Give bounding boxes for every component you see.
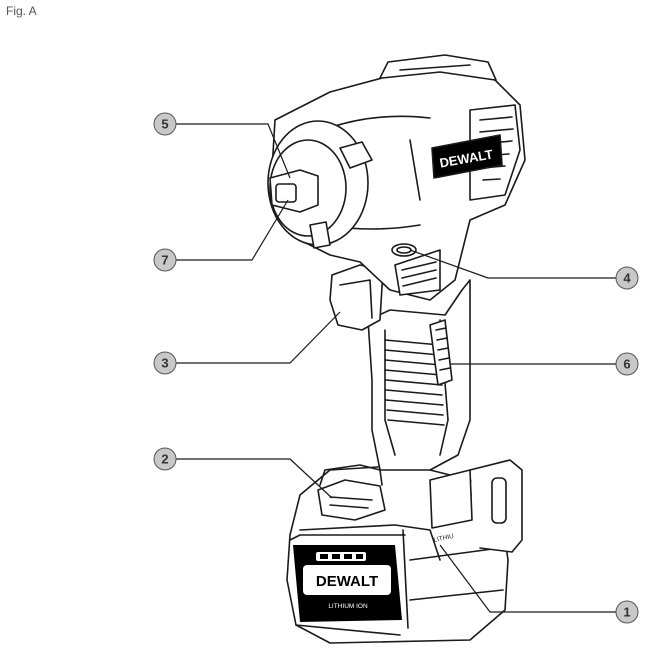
leader-line-2 [176,458,333,499]
callout-3-number: 3 [161,356,168,371]
battery-badge: DEWALT LITHIUM ION [293,545,402,622]
leader-line-5 [176,123,291,179]
leader-line-1 [439,544,618,613]
gear-case [267,120,373,249]
callout-6-number: 6 [623,357,630,372]
callout-2: 2 [153,447,177,471]
callout-6: 6 [615,352,639,376]
callout-1: 1 [615,600,639,624]
leader-lines [176,123,618,613]
leader-line-4 [409,249,618,279]
callout-4-number: 4 [623,271,631,286]
dewalt-nameplate [431,134,503,179]
callout-7: 7 [153,248,177,272]
belt-clip [429,459,523,553]
callout-1-number: 1 [623,605,630,620]
battery-type: LITHIUM ION [328,603,368,610]
callout-2-number: 2 [161,452,168,467]
figure-label: Fig. A [6,4,37,18]
callout-5: 5 [153,112,177,136]
leader-line-3 [176,311,341,364]
forward-reverse-button [391,243,417,257]
battery-brand: DEWALT [316,573,378,590]
handle-grip [367,279,471,471]
callout-7-number: 7 [161,253,168,268]
battery-side-label: LITHIU [433,533,455,544]
callout-5-number: 5 [161,117,168,132]
leader-line-7 [176,199,289,261]
callout-4: 4 [615,266,639,290]
callout-3: 3 [153,351,177,375]
